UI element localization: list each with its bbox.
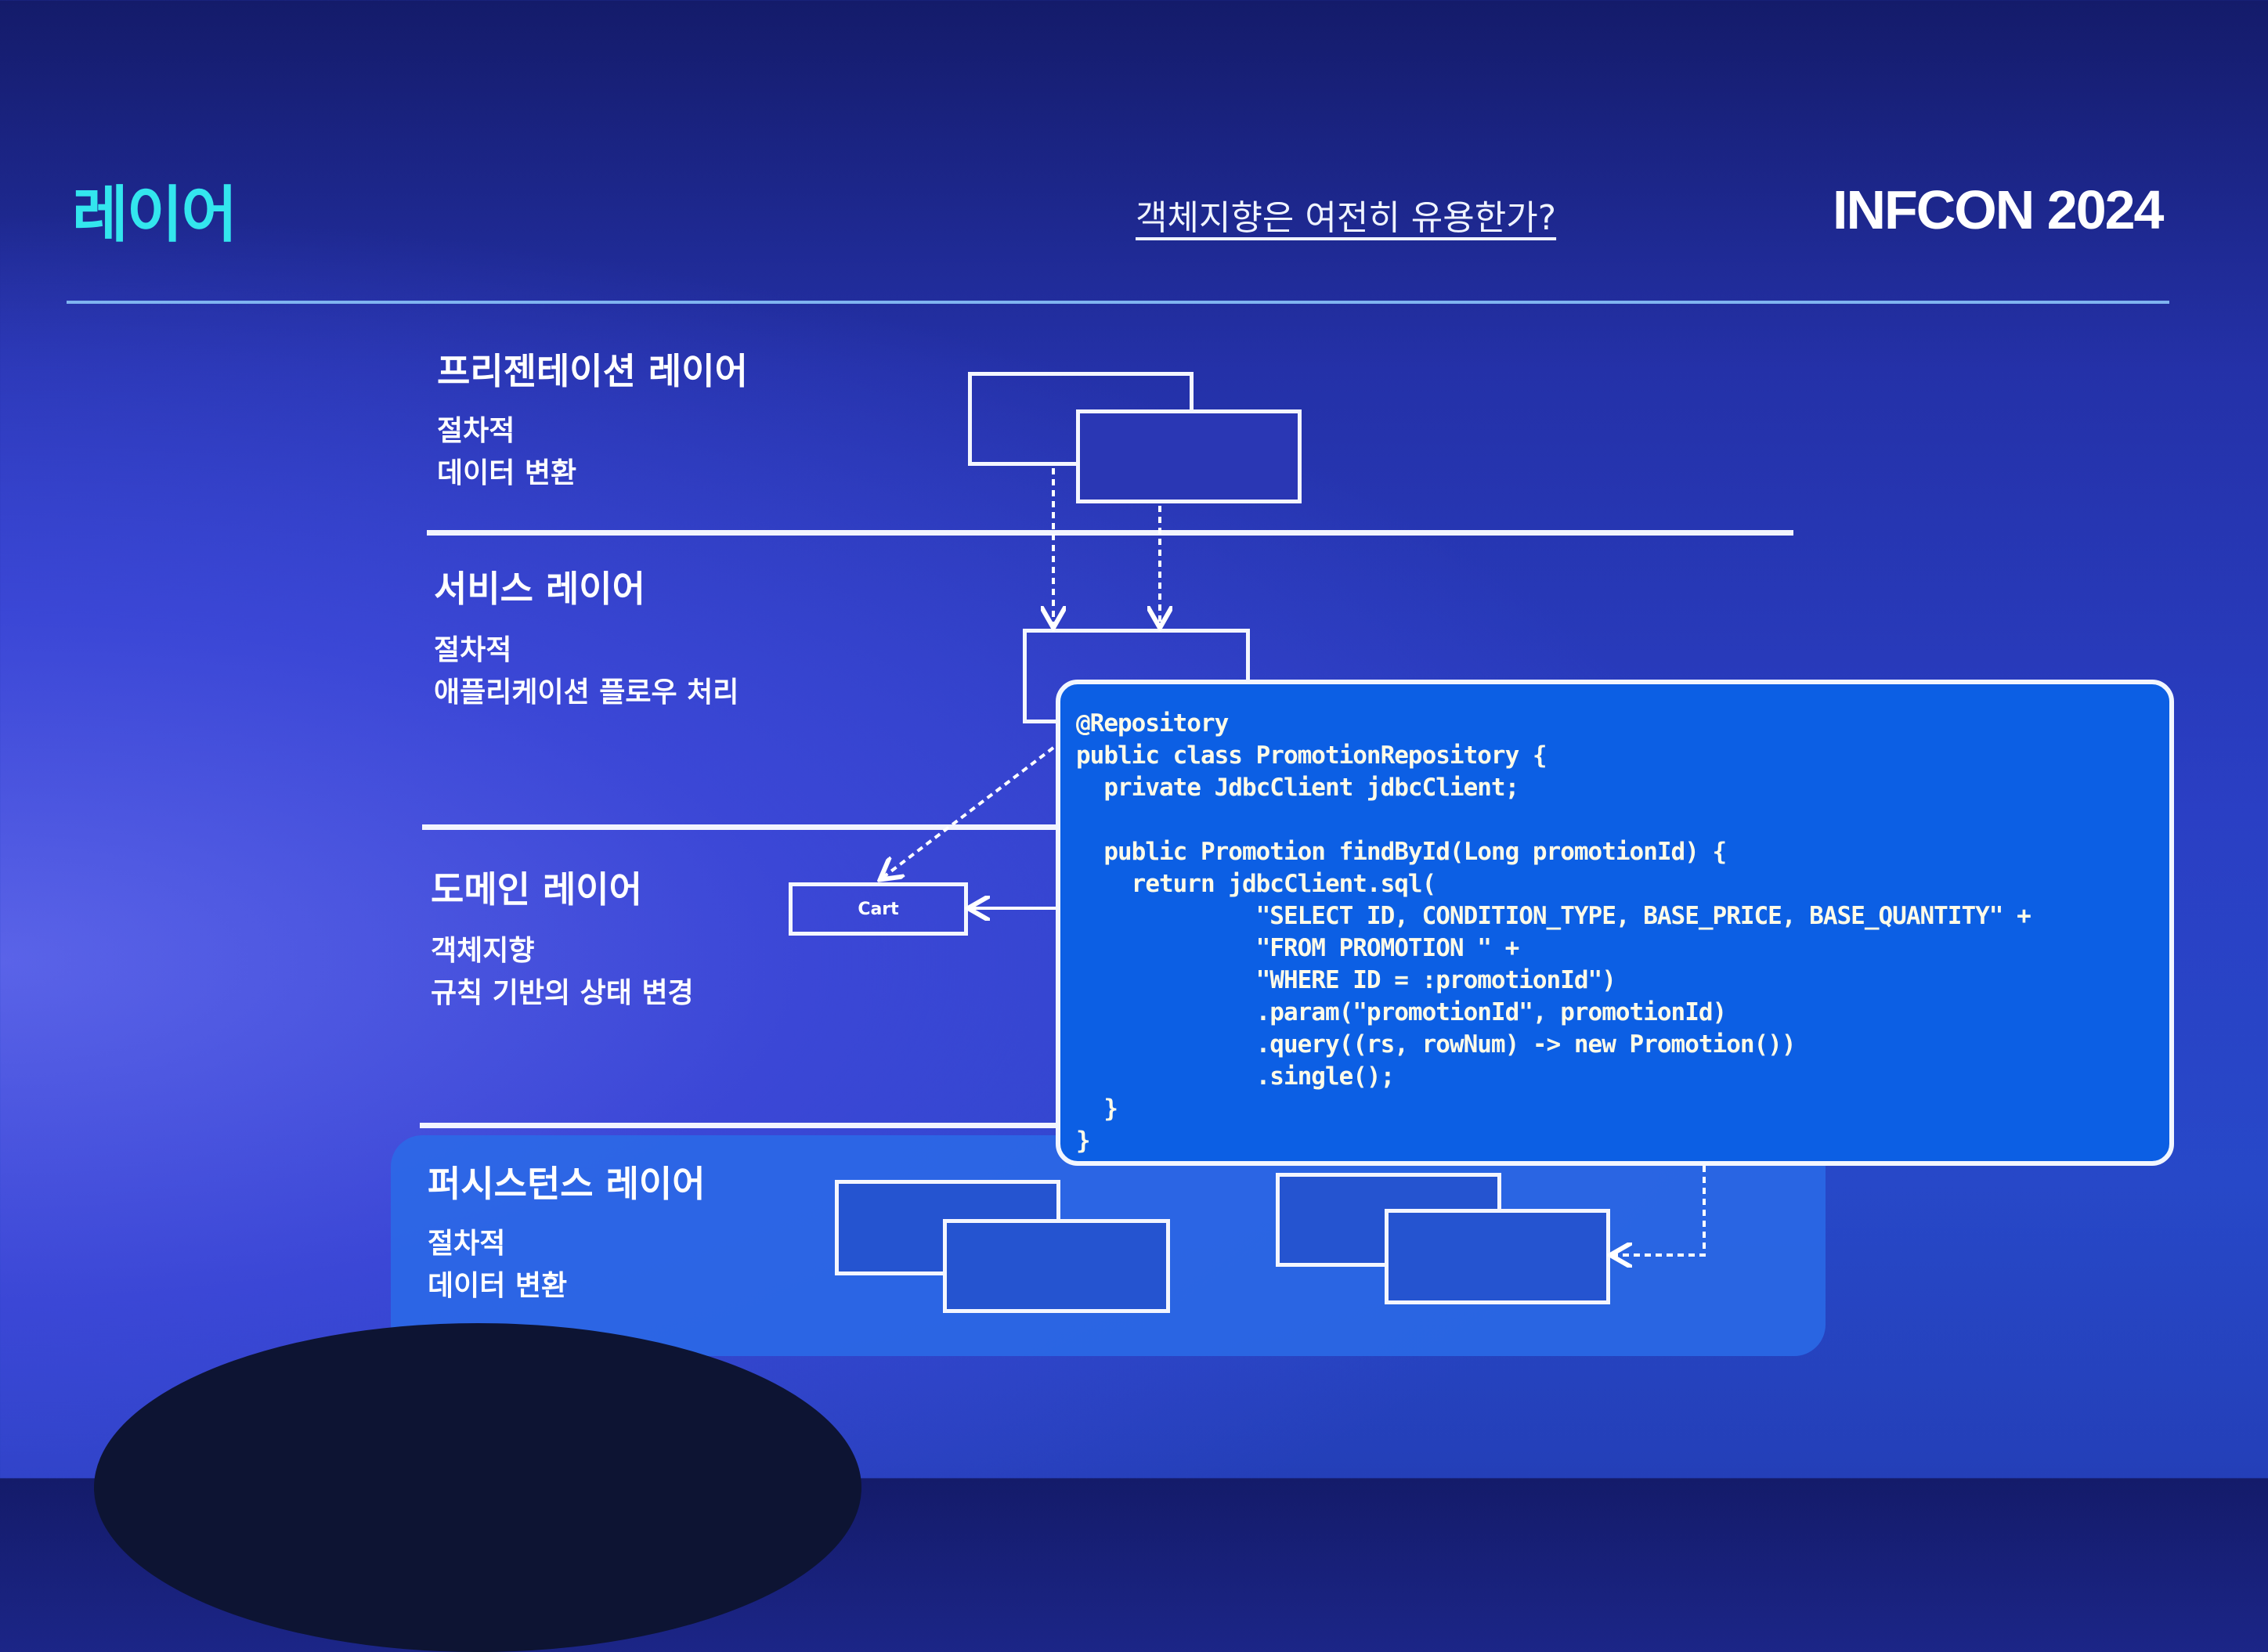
layer-desc: 애플리케이션 플로우 처리 xyxy=(434,676,739,709)
persistence-box xyxy=(943,1219,1170,1313)
code-snippet-panel: @Repository public class PromotionReposi… xyxy=(1056,680,2174,1166)
layer-desc: 데이터 변환 xyxy=(437,457,577,489)
slide-subtitle: 객체지향은 여전히 유용한가? xyxy=(1136,198,1557,238)
header-divider xyxy=(67,301,2169,304)
layer-domain: 도메인 레이어 객체지향 규칙 기반의 상태 변경 xyxy=(431,861,694,1015)
arrow xyxy=(883,746,1055,878)
layer-divider xyxy=(427,530,1793,536)
layer-name: 도메인 레이어 xyxy=(431,868,642,911)
brand-logo: INFCON 2024 xyxy=(1833,179,2164,240)
layer-name: 서비스 레이어 xyxy=(434,568,645,610)
layer-name: 프리젠테이션 레이어 xyxy=(437,350,748,392)
dependency-arrows xyxy=(0,606,1706,1478)
layer-divider xyxy=(420,1123,1056,1128)
layer-desc: 절차적 xyxy=(434,634,512,666)
layer-desc: 규칙 기반의 상태 변경 xyxy=(431,977,694,1009)
layer-divider xyxy=(422,824,1056,830)
layer-desc: 데이터 변환 xyxy=(428,1270,568,1302)
arrow xyxy=(1613,1166,1706,1255)
layer-desc: 절차적 xyxy=(437,415,515,447)
cart-label: Cart xyxy=(858,899,899,919)
code-text: @Repository public class PromotionReposi… xyxy=(1076,709,2031,1155)
layer-name: 퍼시스턴스 레이어 xyxy=(428,1163,706,1205)
layer-service: 서비스 레이어 절차적 애플리케이션 플로우 처리 xyxy=(434,561,739,714)
layer-persistence: 퍼시스턴스 레이어 절차적 데이터 변환 xyxy=(428,1156,706,1308)
layer-presentation: 프리젠테이션 레이어 절차적 데이터 변환 xyxy=(437,343,748,495)
layer-desc: 절차적 xyxy=(428,1228,506,1260)
slide-title: 레이어 xyxy=(72,180,237,251)
presentation-box xyxy=(1076,409,1302,503)
layer-desc: 객체지향 xyxy=(431,935,535,967)
audience-head-silhouette xyxy=(94,1323,861,1652)
